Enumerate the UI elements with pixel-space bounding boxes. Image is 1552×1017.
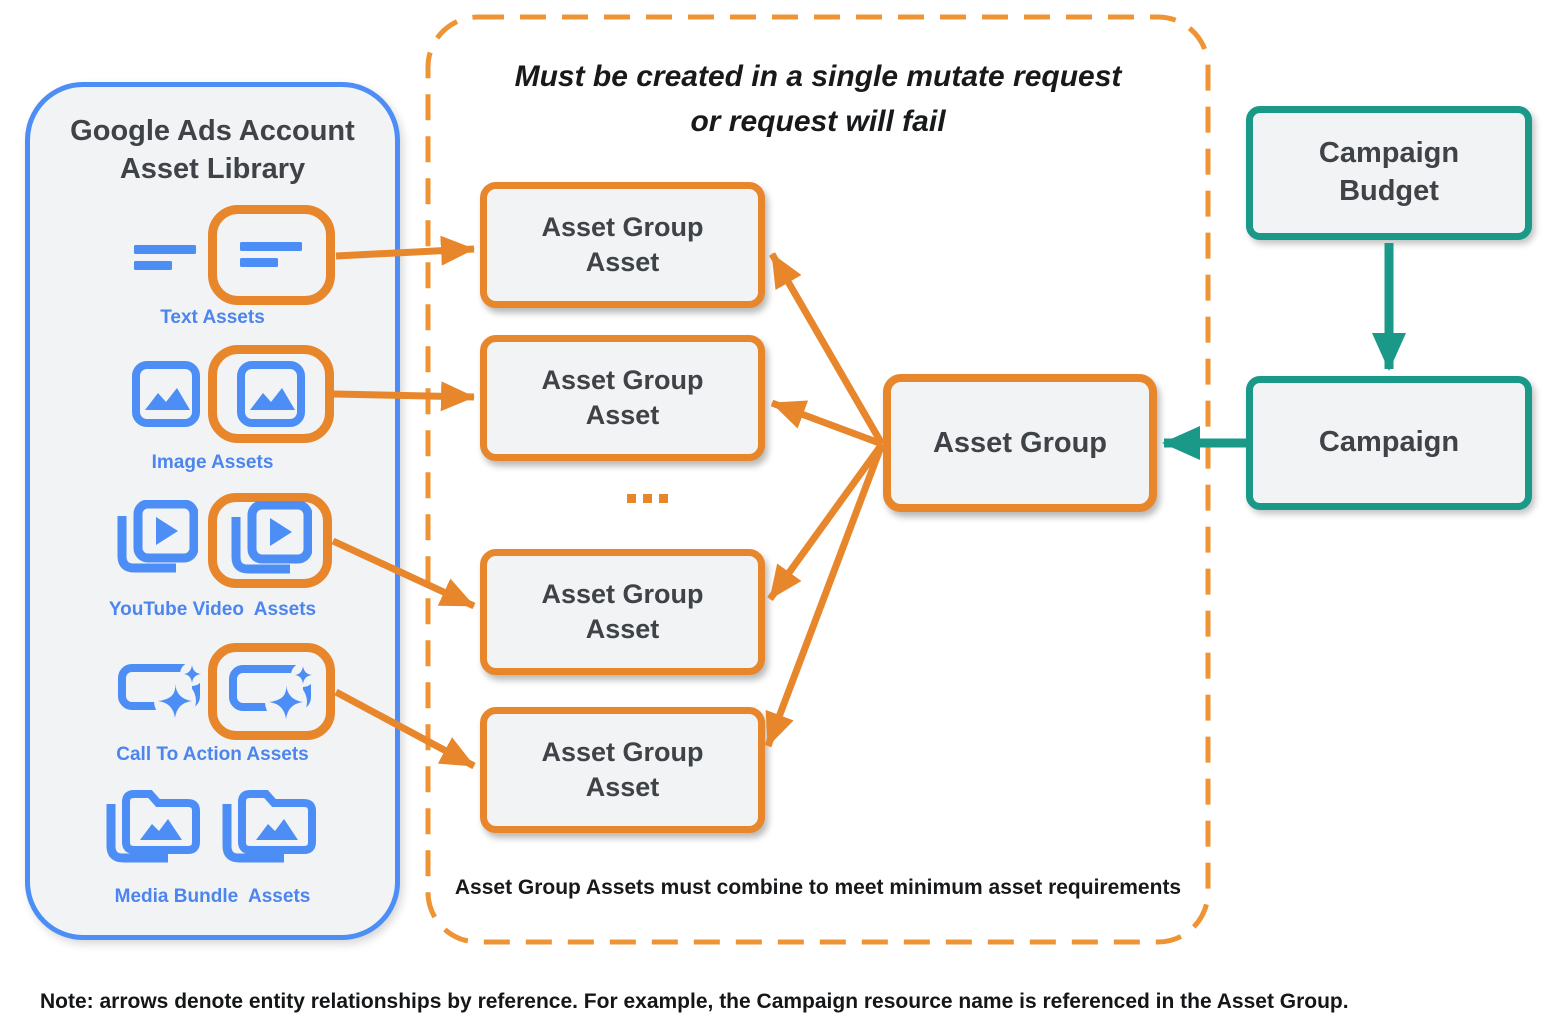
call-to-action-sparkle-icon: [118, 662, 204, 722]
ellipsis-dot: [627, 494, 636, 503]
image-icon: [132, 361, 200, 427]
campaign-box: Campaign: [1246, 376, 1532, 510]
ellipsis-dot: [643, 494, 652, 503]
arrow-asset-group-to-box-4: [764, 442, 886, 748]
asset-group-asset-box-2: Asset Group Asset: [480, 335, 765, 461]
asset-group-asset-box-4: Asset Group Asset: [480, 707, 765, 833]
asset-group-asset-box-1: Asset Group Asset: [480, 182, 765, 308]
cta-assets-label: Call To Action Assets: [116, 744, 309, 765]
video-play-stack-icon-highlighted: [231, 501, 312, 574]
text-assets-label: Text Assets: [160, 307, 265, 328]
text-lines-icon-highlighted: [240, 242, 302, 267]
highlight-box-cta-asset: [208, 643, 335, 740]
media-bundle-assets-label: Media Bundle Assets: [114, 886, 311, 907]
campaign-budget-box: Campaign Budget: [1246, 106, 1532, 240]
asset-group-box: Asset Group: [883, 374, 1157, 512]
media-folder-stack-icon: [222, 790, 316, 863]
arrow-asset-group-to-box-2: [770, 399, 884, 448]
image-assets-label: Image Assets: [151, 452, 274, 473]
arrow-asset-group-to-box-3: [767, 441, 885, 602]
asset-group-asset-box-3: Asset Group Asset: [480, 549, 765, 675]
footnote: Note: arrows denote entity relationships…: [40, 990, 1349, 1013]
video-play-stack-icon: [117, 500, 198, 573]
arrow-asset-group-to-box-1: [768, 252, 886, 446]
mutate-group-footer: Asset Group Assets must combine to meet …: [454, 876, 1182, 899]
asset-library-title: Google Ads Account Asset Library: [70, 115, 355, 186]
highlight-box-image-asset: [208, 345, 334, 443]
youtube-assets-label: YouTube Video Assets: [108, 599, 317, 620]
ellipsis-dot: [659, 494, 668, 503]
media-folder-stack-icon: [106, 790, 200, 863]
ellipsis: [627, 494, 668, 503]
highlight-box-youtube-asset: [208, 493, 332, 588]
mutate-request-title: Must be created in a single mutate reque…: [514, 60, 1122, 138]
image-icon-highlighted: [237, 361, 305, 427]
call-to-action-sparkle-icon-highlighted: [229, 663, 315, 723]
text-lines-icon: [134, 245, 196, 270]
highlight-box-text-asset: [208, 205, 335, 305]
